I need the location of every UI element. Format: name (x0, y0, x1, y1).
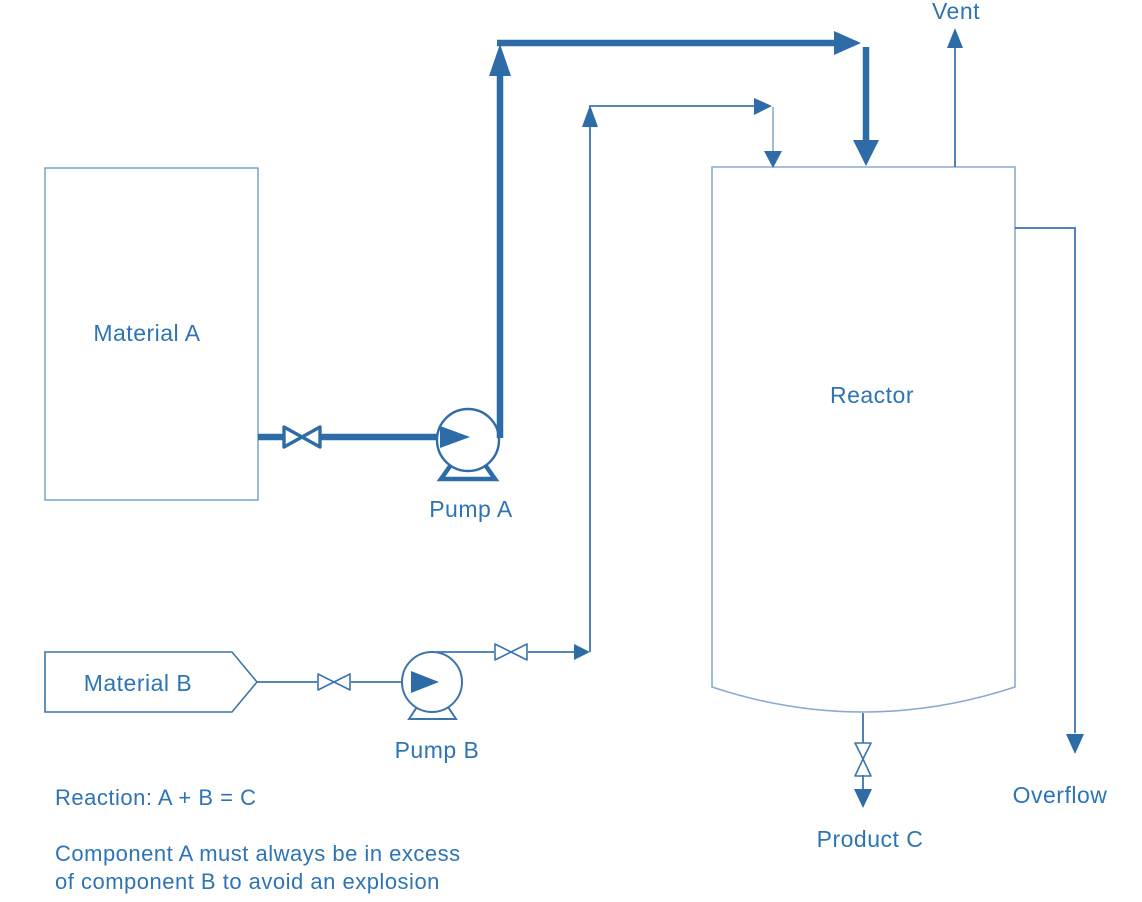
material-a-tank: Material A (44, 167, 259, 501)
overflow-arrow-icon (1066, 734, 1084, 754)
overflow-stream: Overflow (1013, 227, 1108, 808)
pipe-pump-a-to-reactor (489, 31, 879, 438)
product-c-label: Product C (817, 826, 924, 852)
pump-a-label: Pump A (429, 496, 513, 522)
reactor-outline (711, 166, 1016, 713)
notes-block: Reaction: A + B = C Component A must alw… (55, 785, 461, 894)
right-arrow-icon (834, 31, 861, 55)
material-b-source: Material B (44, 651, 259, 713)
material-a-box (44, 167, 259, 501)
down-arrow-icon (764, 151, 782, 168)
up-arrow-icon (582, 105, 598, 127)
up-arrow-icon (489, 44, 511, 76)
warning-note-line1: Component A must always be in excess (55, 841, 461, 866)
overflow-line (1015, 227, 1076, 733)
pump-b-inlet-arrow-icon (411, 671, 439, 693)
material-b-shape (44, 651, 259, 713)
pipe-material-b-to-pump-b (257, 673, 411, 691)
material-b-label: Material B (84, 670, 193, 696)
valve-a-icon (282, 425, 322, 449)
pump-a-circle (435, 407, 501, 473)
valve-b-outlet-icon (494, 643, 528, 661)
reactor-vessel: Reactor (711, 166, 1016, 713)
pump-b-symbol: Pump B (395, 651, 480, 763)
vent-label: Vent (932, 0, 980, 24)
pump-a-inlet-arrow-icon (440, 426, 470, 448)
reaction-note: Reaction: A + B = C (55, 785, 257, 810)
product-arrow-icon (854, 789, 872, 808)
valve-b-inlet-icon (317, 673, 351, 691)
pump-a-symbol: Pump A (429, 407, 513, 522)
pump-b-label: Pump B (395, 737, 480, 763)
vent-stream: Vent (932, 0, 980, 167)
product-c-stream: Product C (817, 713, 924, 852)
down-arrow-icon (853, 140, 879, 166)
product-valve-icon (854, 742, 872, 777)
right-arrow-icon (574, 644, 590, 660)
right-arrow-icon (754, 98, 772, 115)
warning-note-line2: of component B to avoid an explosion (55, 869, 440, 894)
overflow-label: Overflow (1013, 782, 1108, 808)
vent-arrow-icon (947, 28, 963, 48)
pipe-pump-b-to-reactor (436, 98, 782, 661)
material-a-label: Material A (93, 320, 200, 346)
reactor-label: Reactor (830, 382, 914, 408)
